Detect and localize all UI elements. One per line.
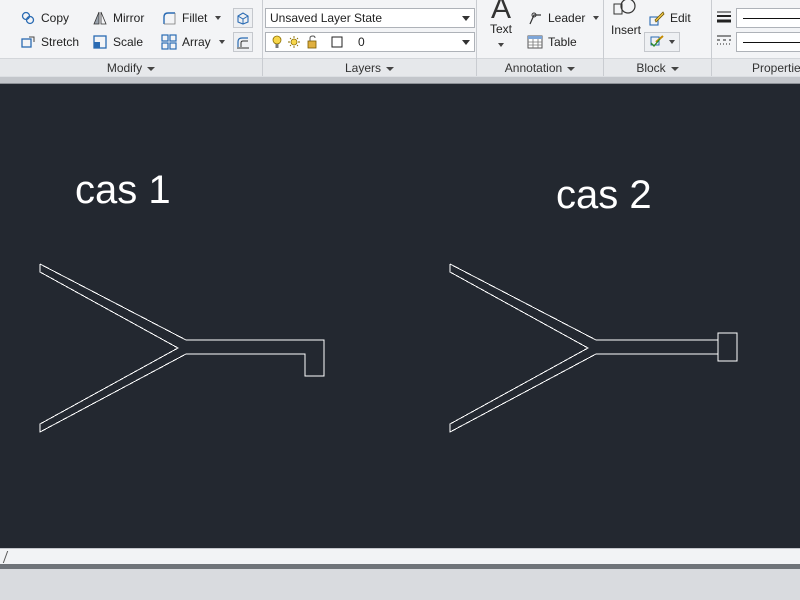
block-title-label: Block <box>636 61 666 75</box>
3d-box-button[interactable] <box>233 8 253 28</box>
insert-button[interactable]: Insert <box>608 0 644 40</box>
drawing-label-cas-1[interactable]: cas 1 <box>75 168 171 212</box>
scale-button[interactable]: Scale <box>92 32 143 52</box>
fillet-icon <box>161 10 177 26</box>
command-line-separator <box>0 564 800 569</box>
annotation-panel-title[interactable]: Annotation <box>477 58 603 76</box>
modify-panel-title[interactable]: Modify <box>0 58 262 76</box>
scale-label: Scale <box>113 35 144 49</box>
cas-2-end-square <box>717 332 738 362</box>
table-label: Table <box>548 35 577 49</box>
unlock-icon <box>307 35 317 49</box>
drawing-label-cas-2[interactable]: cas 2 <box>556 173 652 217</box>
caret-down-icon <box>147 66 156 71</box>
mirror-icon <box>92 10 108 26</box>
drawing-canvas[interactable]: cas 1 cas 2 <box>0 84 800 548</box>
layer-state-dropdown-icon <box>462 16 470 21</box>
text-button[interactable]: A Text <box>483 0 519 48</box>
layers-panel: Unsaved Layer State 0 Layers <box>263 0 477 76</box>
table-button[interactable]: Table <box>527 32 577 52</box>
linetype-sample <box>743 42 800 43</box>
array-button[interactable]: Array <box>161 32 225 52</box>
edit-label: Edit <box>670 11 691 25</box>
block-attribute-button[interactable] <box>644 32 680 52</box>
edit-block-button[interactable]: Edit <box>649 8 691 28</box>
layer-state-select[interactable]: Unsaved Layer State <box>265 8 475 28</box>
block-attribute-dropdown-icon <box>669 40 675 44</box>
fillet-button[interactable]: Fillet <box>161 8 222 28</box>
layer-status-icons <box>272 35 343 49</box>
layer-select[interactable]: 0 <box>265 32 475 52</box>
properties-panel: Propertie <box>712 0 800 76</box>
ribbon-separator <box>0 77 800 84</box>
cas-2-y-shape <box>449 263 719 433</box>
linetype-icon[interactable] <box>716 34 732 48</box>
cube-icon <box>237 12 249 25</box>
array-dropdown-icon[interactable] <box>218 40 225 44</box>
horizontal-scrollbar[interactable] <box>0 548 800 564</box>
offset-icon <box>237 37 249 49</box>
properties-title-label: Propertie <box>752 61 800 75</box>
modify-panel: Copy Stretch Mirror Scale Fillet <box>0 0 263 76</box>
cas-1-y-shape <box>39 263 325 433</box>
table-icon <box>527 34 543 50</box>
scroll-thumb[interactable] <box>2 551 16 563</box>
fillet-label: Fillet <box>182 11 208 25</box>
text-big-icon: A <box>490 0 511 25</box>
insert-label: Insert <box>610 23 641 37</box>
lightbulb-icon <box>272 35 282 48</box>
leader-dropdown-icon[interactable] <box>593 16 600 20</box>
copy-button[interactable]: Copy <box>20 8 69 28</box>
properties-panel-title[interactable]: Propertie <box>712 58 800 76</box>
lineweight-sample <box>743 18 800 19</box>
copy-icon <box>20 10 36 26</box>
stretch-button[interactable]: Stretch <box>20 32 79 52</box>
caret-down-icon <box>386 66 395 71</box>
mirror-button[interactable]: Mirror <box>92 8 144 28</box>
copy-label: Copy <box>41 11 70 25</box>
caret-down-icon <box>567 66 576 71</box>
caret-down-icon <box>670 66 679 71</box>
current-layer-value: 0 <box>358 35 365 49</box>
layer-state-value: Unsaved Layer State <box>270 11 383 25</box>
layers-panel-title[interactable]: Layers <box>263 58 476 76</box>
stretch-icon <box>20 34 36 50</box>
ribbon: Copy Stretch Mirror Scale Fillet <box>0 0 800 76</box>
offset-button[interactable] <box>233 32 253 52</box>
sun-icon <box>288 36 300 48</box>
modify-title-label: Modify <box>106 61 143 75</box>
scale-icon <box>92 34 108 50</box>
mirror-label: Mirror <box>113 11 145 25</box>
status-bar <box>0 569 800 600</box>
block-panel: Insert Edit Block <box>604 0 712 76</box>
leader-button[interactable]: Leader <box>527 8 600 28</box>
drawing-geometry <box>39 263 738 433</box>
array-label: Array <box>182 35 211 49</box>
linetype-select[interactable] <box>736 32 800 52</box>
leader-icon <box>527 10 543 26</box>
text-dropdown-icon <box>498 43 504 47</box>
fillet-dropdown-icon[interactable] <box>215 16 222 20</box>
text-label: Text <box>489 22 512 36</box>
array-icon <box>161 34 177 50</box>
edit-block-icon <box>649 10 665 26</box>
leader-label: Leader <box>548 11 586 25</box>
block-attribute-icon <box>650 35 664 47</box>
lineweight-select[interactable] <box>736 8 800 28</box>
insert-block-icon <box>613 0 636 15</box>
annotation-panel: A Text Leader Table Annotation <box>477 0 604 76</box>
layers-title-label: Layers <box>344 61 382 75</box>
block-panel-title[interactable]: Block <box>604 58 711 76</box>
annotation-title-label: Annotation <box>504 61 563 75</box>
color-swatch-icon <box>331 36 343 48</box>
layer-dropdown-icon <box>462 40 470 45</box>
lineweight-icon[interactable] <box>716 10 732 24</box>
stretch-label: Stretch <box>41 35 80 49</box>
